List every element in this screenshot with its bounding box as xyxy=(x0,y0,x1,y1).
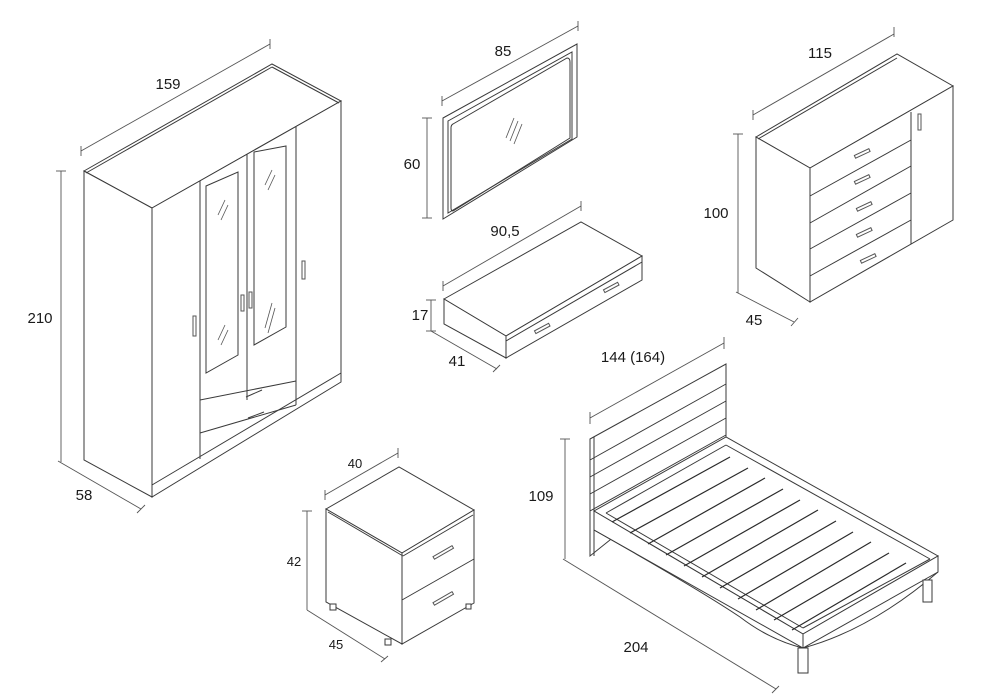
wardrobe-width-label: 159 xyxy=(155,76,180,93)
wardrobe-width-dimension xyxy=(80,39,271,156)
nightstand-width-label: 40 xyxy=(348,456,362,471)
chest-handle-icon xyxy=(853,148,871,159)
bed-length-dimension xyxy=(562,558,780,694)
shelf-width-label: 90,5 xyxy=(490,223,519,240)
bed-leg xyxy=(797,647,809,674)
chest-depth-label: 45 xyxy=(746,312,763,329)
mirror: 85 60 xyxy=(404,21,579,220)
bed-width-label: 144 (164) xyxy=(601,349,665,366)
wardrobe-height-dimension xyxy=(56,170,66,462)
nightstand-depth-dimension xyxy=(306,609,389,663)
wardrobe: 159 210 58 xyxy=(27,39,343,514)
chest-handle-icon xyxy=(859,253,877,264)
shelf-height-label: 17 xyxy=(412,307,429,324)
wardrobe-handle-icon xyxy=(240,294,245,312)
shelf-depth-dimension xyxy=(430,330,501,373)
chest-handle-icon xyxy=(855,201,873,212)
wardrobe-depth-label: 58 xyxy=(76,487,93,504)
shelf-handle-icon xyxy=(533,322,551,335)
wardrobe-handle-icon xyxy=(301,260,306,280)
chest-of-drawers: 115 100 45 xyxy=(703,27,955,329)
chest-handle-icon xyxy=(853,174,871,185)
nightstand: 40 42 45 xyxy=(287,448,475,663)
chest-height-dimension xyxy=(733,133,743,293)
chest-door-handle-icon xyxy=(917,113,922,131)
shelf-unit: 90,5 17 41 xyxy=(412,201,644,373)
shelf-handle-icon xyxy=(602,281,620,294)
bed-slats xyxy=(611,456,907,631)
bed-height-label: 109 xyxy=(528,488,553,505)
mirror-width-label: 85 xyxy=(495,43,512,60)
bed-width-dimension xyxy=(589,337,725,424)
nightstand-height-dimension xyxy=(302,510,312,610)
nightstand-width-dimension xyxy=(324,448,399,500)
chest-width-label: 115 xyxy=(808,45,832,62)
mirror-height-label: 60 xyxy=(404,156,421,173)
chest-handle-icon xyxy=(855,227,873,238)
shelf-depth-label: 41 xyxy=(449,353,466,370)
wardrobe-handle-icon xyxy=(248,291,253,309)
shelf-width-dimension xyxy=(442,201,582,291)
nightstand-handle-icon xyxy=(432,590,455,606)
nightstand-handle-icon xyxy=(432,544,455,560)
mirror-height-dimension xyxy=(422,117,432,219)
nightstand-height-label: 42 xyxy=(287,554,301,569)
chest-width-dimension xyxy=(752,27,895,120)
chest-height-label: 100 xyxy=(703,205,728,222)
bed: 144 (164) 109 204 xyxy=(528,337,940,694)
mirror-width-dimension xyxy=(441,21,579,106)
wardrobe-height-label: 210 xyxy=(27,310,52,327)
chest-depth-dimension xyxy=(735,291,799,327)
bed-leg xyxy=(922,579,933,603)
bed-length-label: 204 xyxy=(623,639,648,656)
wardrobe-depth-dimension xyxy=(57,460,146,514)
nightstand-depth-label: 45 xyxy=(329,637,343,652)
wardrobe-handle-icon xyxy=(192,315,197,337)
bed-height-dimension xyxy=(560,438,570,559)
